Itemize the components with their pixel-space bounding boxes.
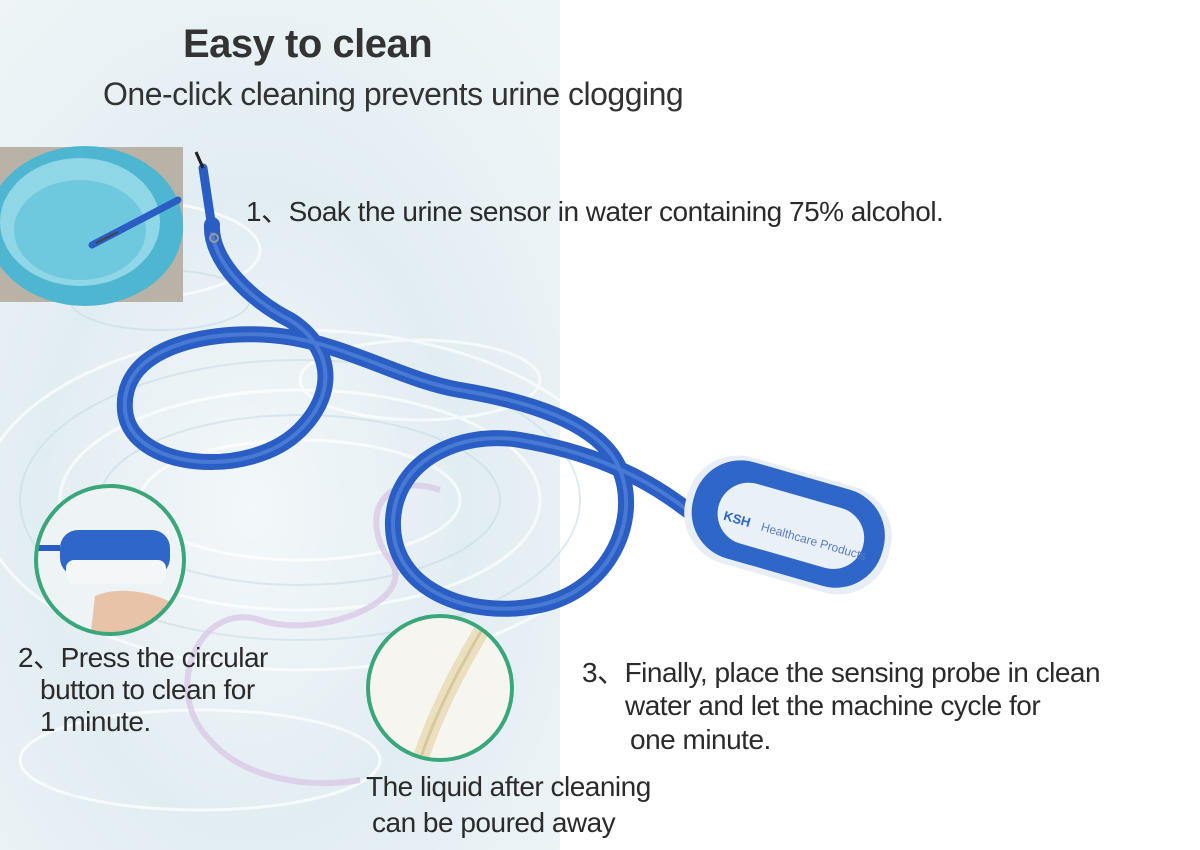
cleaning-device [684,455,892,595]
page-title: Easy to clean [183,22,433,66]
sensor-probe [194,151,219,243]
step-2-line: button to clean for [40,674,255,705]
clear-tube [184,482,441,786]
step-3-line: water and let the machine cycle for [625,690,1041,721]
page-subtitle: One-click cleaning prevents urine cloggi… [103,76,684,112]
hand-inset-photo [34,484,186,636]
step-3-line: one minute. [630,724,771,755]
step-1-text: 1、Soak the urine sensor in water contain… [246,196,944,227]
disposal-note-line: The liquid after cleaning [366,771,651,802]
step-2-line: 1 minute. [40,706,151,737]
disposal-note-line: can be poured away [372,807,616,838]
bowl-photo [0,146,183,306]
tube-inset-photo [366,614,514,762]
step-3-line: 3、Finally, place the sensing probe in cl… [582,657,1101,688]
step-2-line: 2、Press the circular [18,642,268,673]
